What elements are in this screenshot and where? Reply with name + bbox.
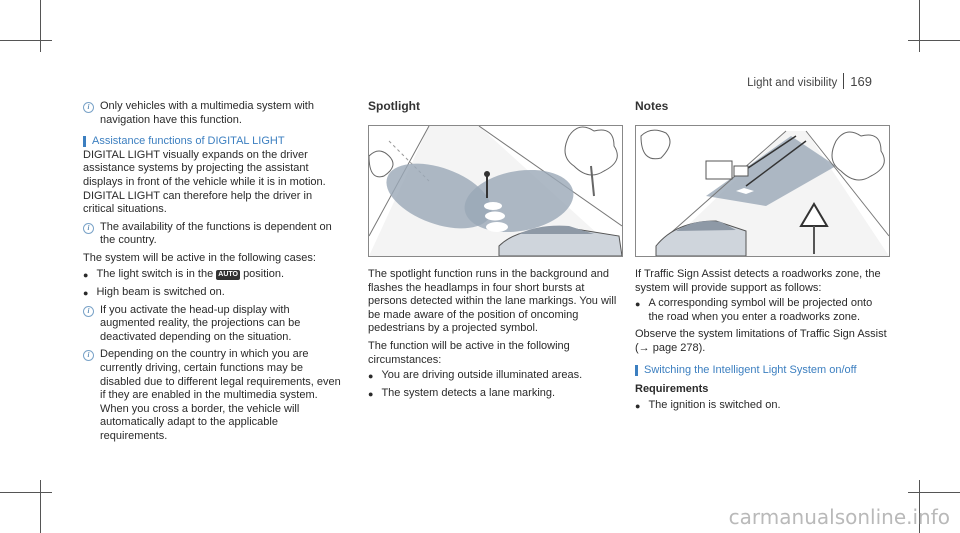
note-text: The availability of the functions is dep…: [100, 220, 332, 247]
list-text-part: The light switch is in the: [96, 267, 214, 280]
crop-mark: [0, 492, 52, 493]
info-icon: i: [83, 350, 94, 362]
section-title: Spotlight: [368, 99, 420, 113]
note-text: Depending on the country in which you ar…: [100, 348, 341, 442]
list-item: ● The ignition is switched on.: [635, 399, 887, 413]
column-3: Notes: [635, 99, 887, 128]
bullet-list: ● The ignition is switched on.: [635, 399, 887, 413]
header-divider: [843, 73, 845, 89]
paragraph: The spotlight function runs in the backg…: [368, 268, 617, 335]
list-item: ● The system detects a lane marking.: [368, 387, 620, 401]
list-text-part: position.: [243, 267, 285, 280]
note: i Only vehicles with a multimedia system…: [83, 100, 345, 127]
list-item-text: A corresponding symbol will be projected…: [648, 297, 873, 323]
column-2: Spotlight: [368, 99, 620, 128]
section-title: Switching the Intelligent Light System o…: [644, 363, 857, 376]
page-header: Light and visibility 169: [747, 73, 872, 89]
bullet-list: ● You are driving outside illuminated ar…: [368, 369, 620, 401]
section-bar-icon: [83, 136, 86, 148]
paragraph: If Traffic Sign Assist detects a roadwor…: [635, 268, 881, 294]
crop-mark: [908, 40, 960, 41]
page-number: 169: [850, 74, 872, 89]
list-item: ● High beam is switched on.: [83, 286, 345, 300]
crop-mark: [40, 480, 41, 533]
list-item: ● The light switch is in the AUTO positi…: [83, 268, 345, 282]
paragraph: The system will be active in the followi…: [83, 251, 316, 264]
note: i The availability of the functions is d…: [83, 221, 345, 248]
column-3-text: If Traffic Sign Assist detects a roadwor…: [635, 268, 887, 417]
crop-mark: [40, 0, 41, 52]
auto-symbol-icon: AUTO: [216, 269, 240, 280]
header-section: Light and visibility: [747, 77, 838, 89]
column-1: i Only vehicles with a multimedia system…: [83, 100, 345, 447]
list-item-text: High beam is switched on.: [96, 285, 225, 298]
crop-mark: [0, 40, 52, 41]
bullet-icon: ●: [635, 400, 641, 411]
info-icon: i: [83, 102, 94, 113]
section-title: Notes: [635, 99, 669, 113]
spotlight-illustration: [368, 125, 623, 257]
bullet-icon: ●: [368, 389, 374, 400]
crop-mark: [919, 480, 920, 533]
notes-illustration: [635, 125, 890, 257]
paragraph: DIGITAL LIGHT visually expands on the dr…: [83, 148, 326, 216]
section-heading: Switching the Intelligent Light System o…: [635, 364, 887, 378]
bullet-icon: ●: [83, 287, 89, 298]
note: i Depending on the country in which you …: [83, 348, 345, 443]
list-item-text: You are driving outside illuminated area…: [381, 369, 583, 382]
list-item-text: The ignition is switched on.: [648, 398, 781, 411]
requirements-title: Requirements: [635, 383, 709, 396]
watermark: carmanualsonline.info: [728, 505, 950, 529]
info-icon: i: [83, 305, 94, 317]
note: i If you activate the head-up display wi…: [83, 304, 345, 345]
section-title: Assistance functions of DIGITAL LIGHT: [92, 135, 285, 148]
list-item-text: The system detects a lane marking.: [381, 387, 556, 400]
bullet-icon: ●: [635, 299, 641, 310]
list-item: ● You are driving outside illuminated ar…: [368, 369, 620, 383]
section-heading: Assistance functions of DIGITAL LIGHT: [83, 135, 345, 149]
note-text: Only vehicles with a multimedia system w…: [100, 100, 314, 126]
crop-mark: [908, 492, 960, 493]
paragraph: Observe the system limitations of Traffi…: [635, 328, 887, 354]
section-bar-icon: [635, 364, 638, 376]
paragraph: The function will be active in the follo…: [368, 339, 570, 366]
bullet-icon: ●: [83, 269, 89, 280]
crop-mark: [919, 0, 920, 52]
info-icon: i: [83, 222, 94, 234]
bullet-list: ● The light switch is in the AUTO positi…: [83, 268, 345, 300]
note-text: If you activate the head-up display with…: [100, 303, 301, 343]
column-2-text: The spotlight function runs in the backg…: [368, 268, 620, 405]
bullet-list: ● A corresponding symbol will be project…: [635, 297, 887, 324]
list-item: ● A corresponding symbol will be project…: [635, 297, 887, 324]
bullet-icon: ●: [368, 371, 374, 382]
list-item-text: The light switch is in the AUTO position…: [96, 268, 284, 282]
